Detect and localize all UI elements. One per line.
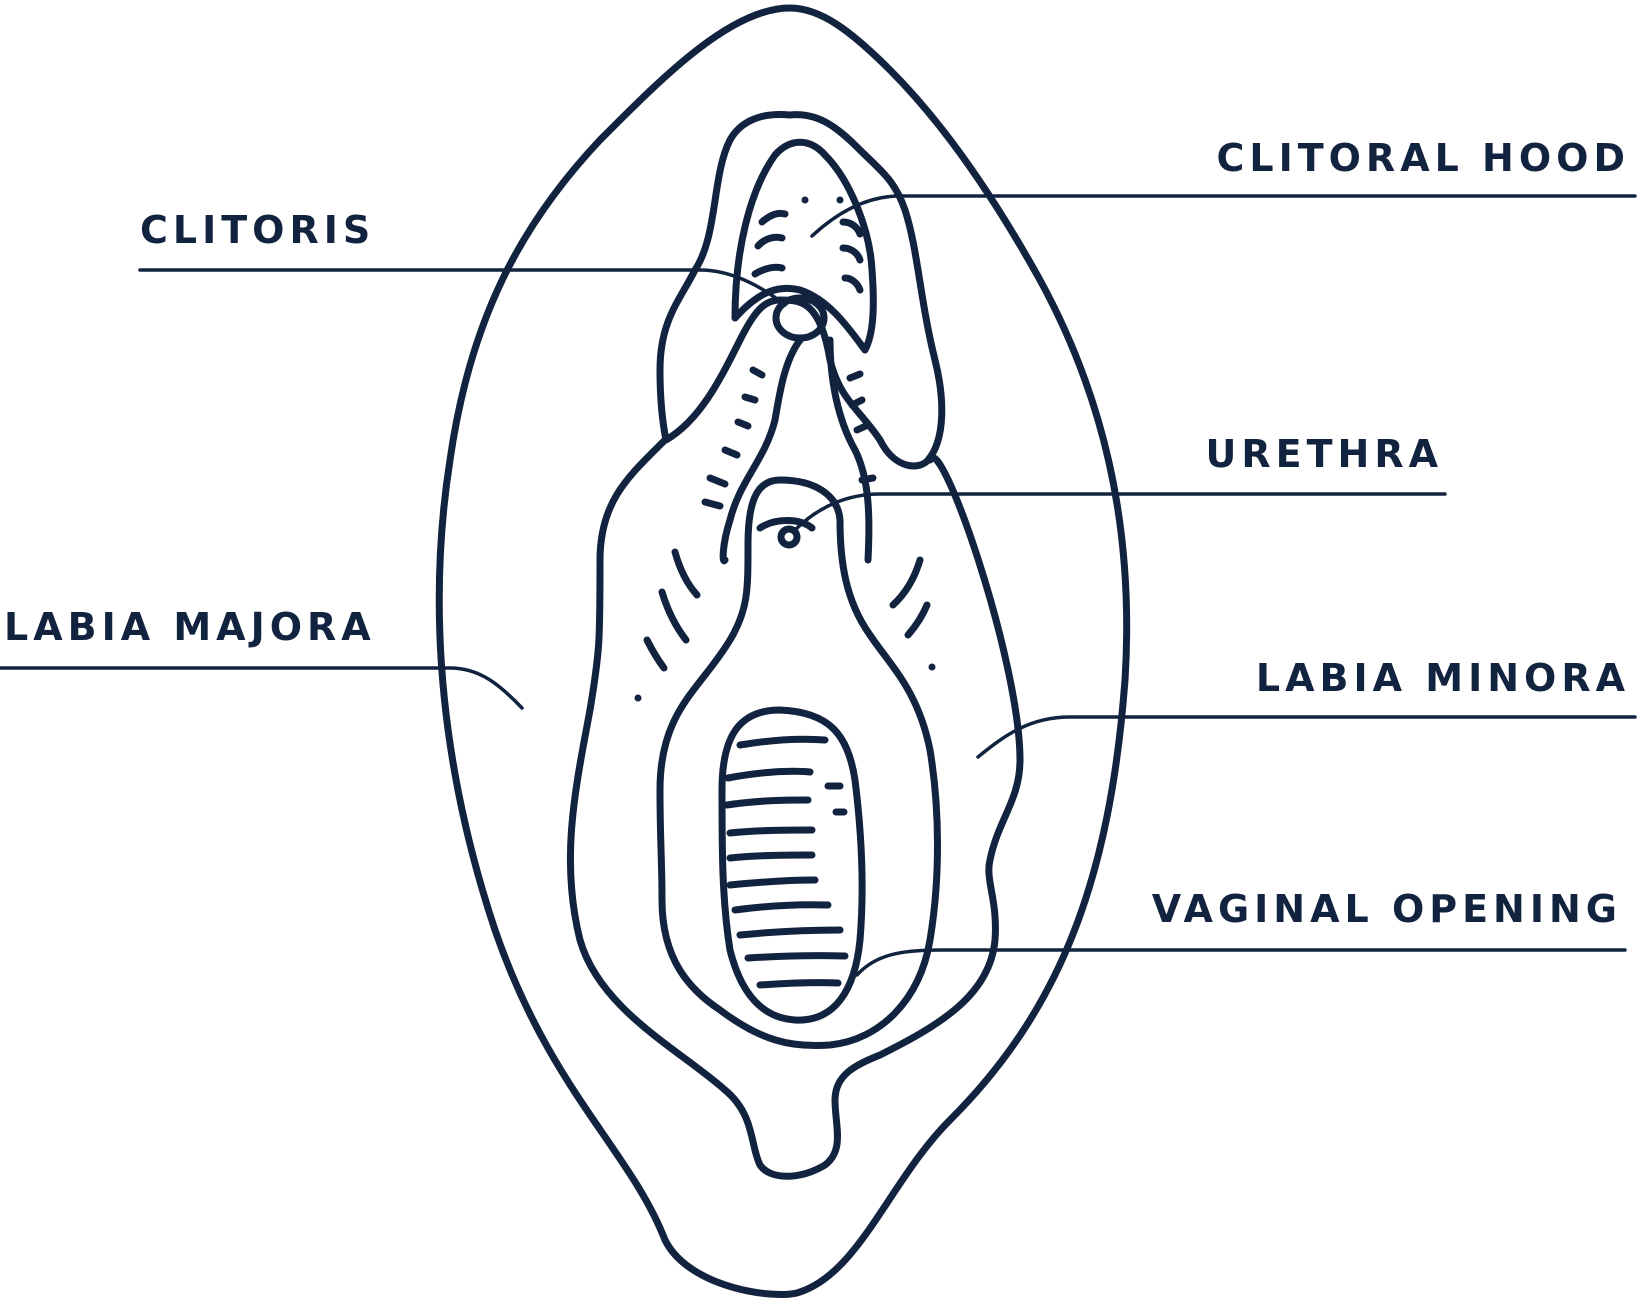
labia-majora-leader-line — [0, 666, 524, 710]
vaginal-opening-leader-line — [855, 948, 1627, 977]
labia-majora-shape — [435, 4, 1131, 1298]
labia-minora-shape — [656, 110, 946, 470]
vaginal-opening-ridges — [723, 735, 849, 989]
labia-minora-left-flap — [719, 336, 804, 565]
labia-minora-leader-line — [976, 715, 1637, 759]
labia-majora-texture — [634, 366, 936, 702]
urethra-dot — [777, 525, 801, 549]
vaginal-opening-shape — [718, 706, 866, 1024]
label-vaginal-opening: VAGINAL OPENING — [1152, 887, 1622, 931]
hood-texture — [751, 196, 864, 294]
label-clitoral-hood: CLITORAL HOOD — [1216, 136, 1630, 180]
urethra-shape — [756, 517, 816, 532]
clitoris-leader-line — [138, 268, 787, 307]
inner-labia-body — [656, 476, 941, 1050]
label-labia-minora: LABIA MINORA — [1256, 656, 1630, 700]
clitoral-hood-shape — [731, 138, 877, 354]
labia-majora-inner-fold — [566, 436, 1024, 1180]
urethra-leader-line — [793, 492, 1447, 532]
label-clitoris: CLITORIS — [140, 208, 375, 252]
label-urethra: URETHRA — [1206, 432, 1443, 476]
clitoral-hood-leader-line — [810, 194, 1637, 238]
clitoris-shape — [772, 294, 828, 342]
labia-minora-right-flap — [826, 336, 873, 564]
label-labia-majora: LABIA MAJORA — [4, 605, 376, 649]
